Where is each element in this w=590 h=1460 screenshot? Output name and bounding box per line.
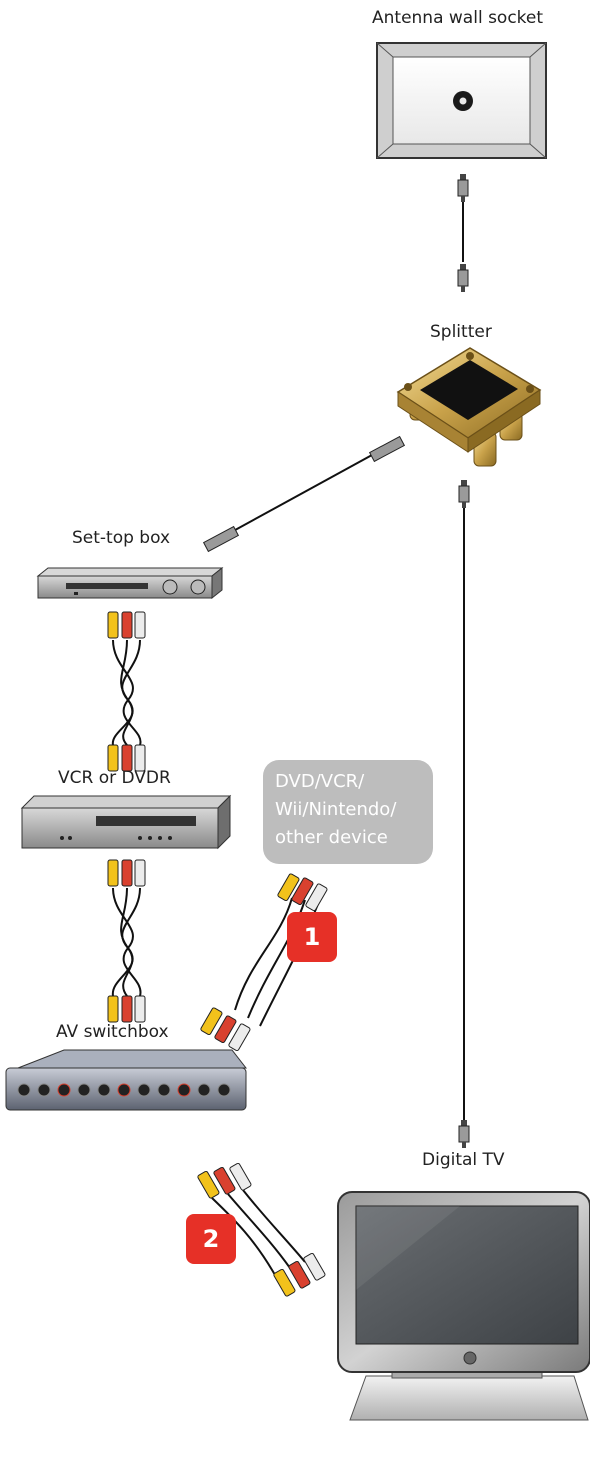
note-line-2: Wii/Nintendo/ [275, 799, 397, 820]
note-line-1: DVD/VCR/ [275, 771, 365, 792]
vcr-icon [20, 794, 232, 850]
rca-cable-1 [200, 873, 328, 1052]
coax-cable-splitter-tv [458, 479, 470, 1149]
antenna-wall-socket-label: Antenna wall socket [372, 8, 544, 28]
antenna-wall-socket-icon [376, 42, 547, 159]
coax-cable-antenna-splitter [457, 173, 469, 293]
set-top-box-label: Set-top box [72, 528, 171, 548]
digital-tv-icon [337, 1191, 590, 1421]
rca-cable-2 [197, 1162, 326, 1297]
step-2-badge: 2 [186, 1214, 236, 1264]
av-switchbox-label: AV switchbox [56, 1022, 169, 1042]
digital-tv-label: Digital TV [422, 1150, 505, 1170]
set-top-box-icon [36, 566, 224, 600]
coax-cable-splitter-settop [202, 435, 406, 553]
splitter-label: Splitter [430, 322, 492, 342]
splitter-icon [396, 347, 542, 467]
av-switchbox-icon [5, 1049, 248, 1111]
other-device-note: DVD/VCR/ Wii/Nintendo/ other device [263, 760, 433, 864]
note-line-3: other device [275, 827, 388, 848]
vcr-label: VCR or DVDR [58, 768, 171, 788]
rca-cable-vcr-switchbox [107, 859, 146, 1023]
rca-cable-settop-vcr [107, 611, 146, 772]
step-1-badge: 1 [287, 912, 337, 962]
